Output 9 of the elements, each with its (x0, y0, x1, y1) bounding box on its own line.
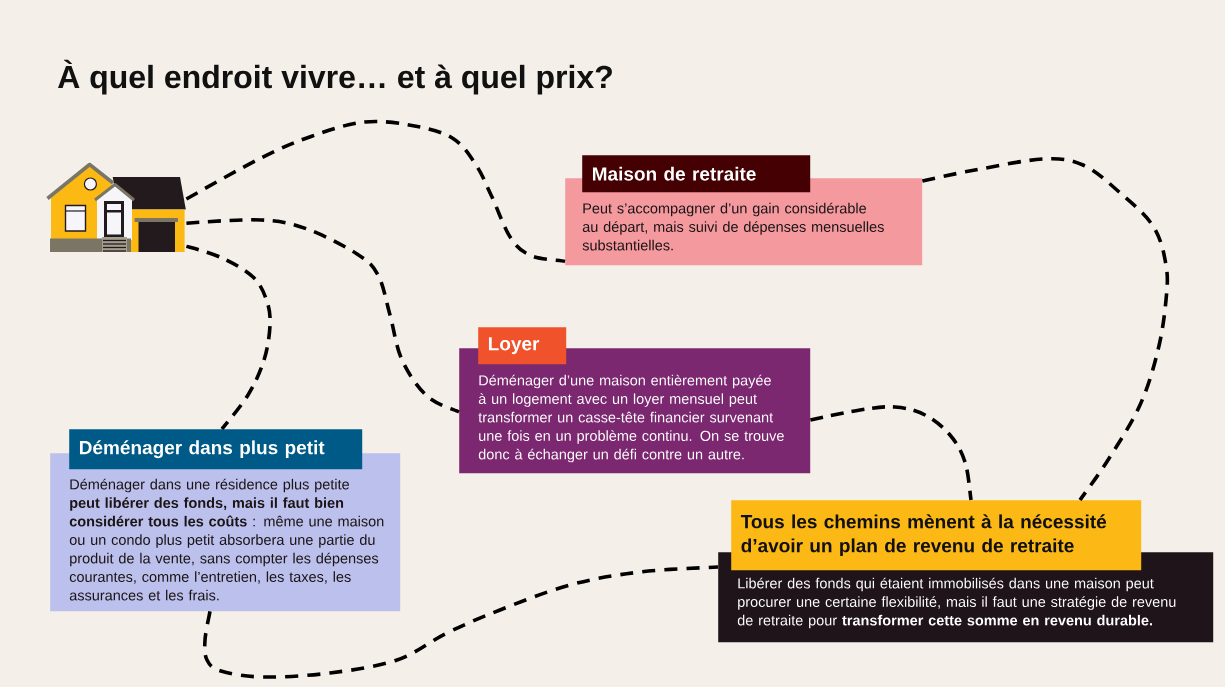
heading-tab: Tous les chemins mènent à la nécessité d’avoir un plan de revenu de retraite (731, 500, 1142, 571)
dashed-path (922, 157, 1170, 502)
title: À quel endroit vivre… et à quel prix? (58, 59, 612, 95)
dashed-path (810, 404, 973, 501)
dashed-path (186, 218, 460, 414)
dashed-path (185, 119, 566, 264)
dashed-path (202, 565, 719, 679)
house-illustration (46, 162, 186, 252)
dashed-path (185, 244, 272, 431)
